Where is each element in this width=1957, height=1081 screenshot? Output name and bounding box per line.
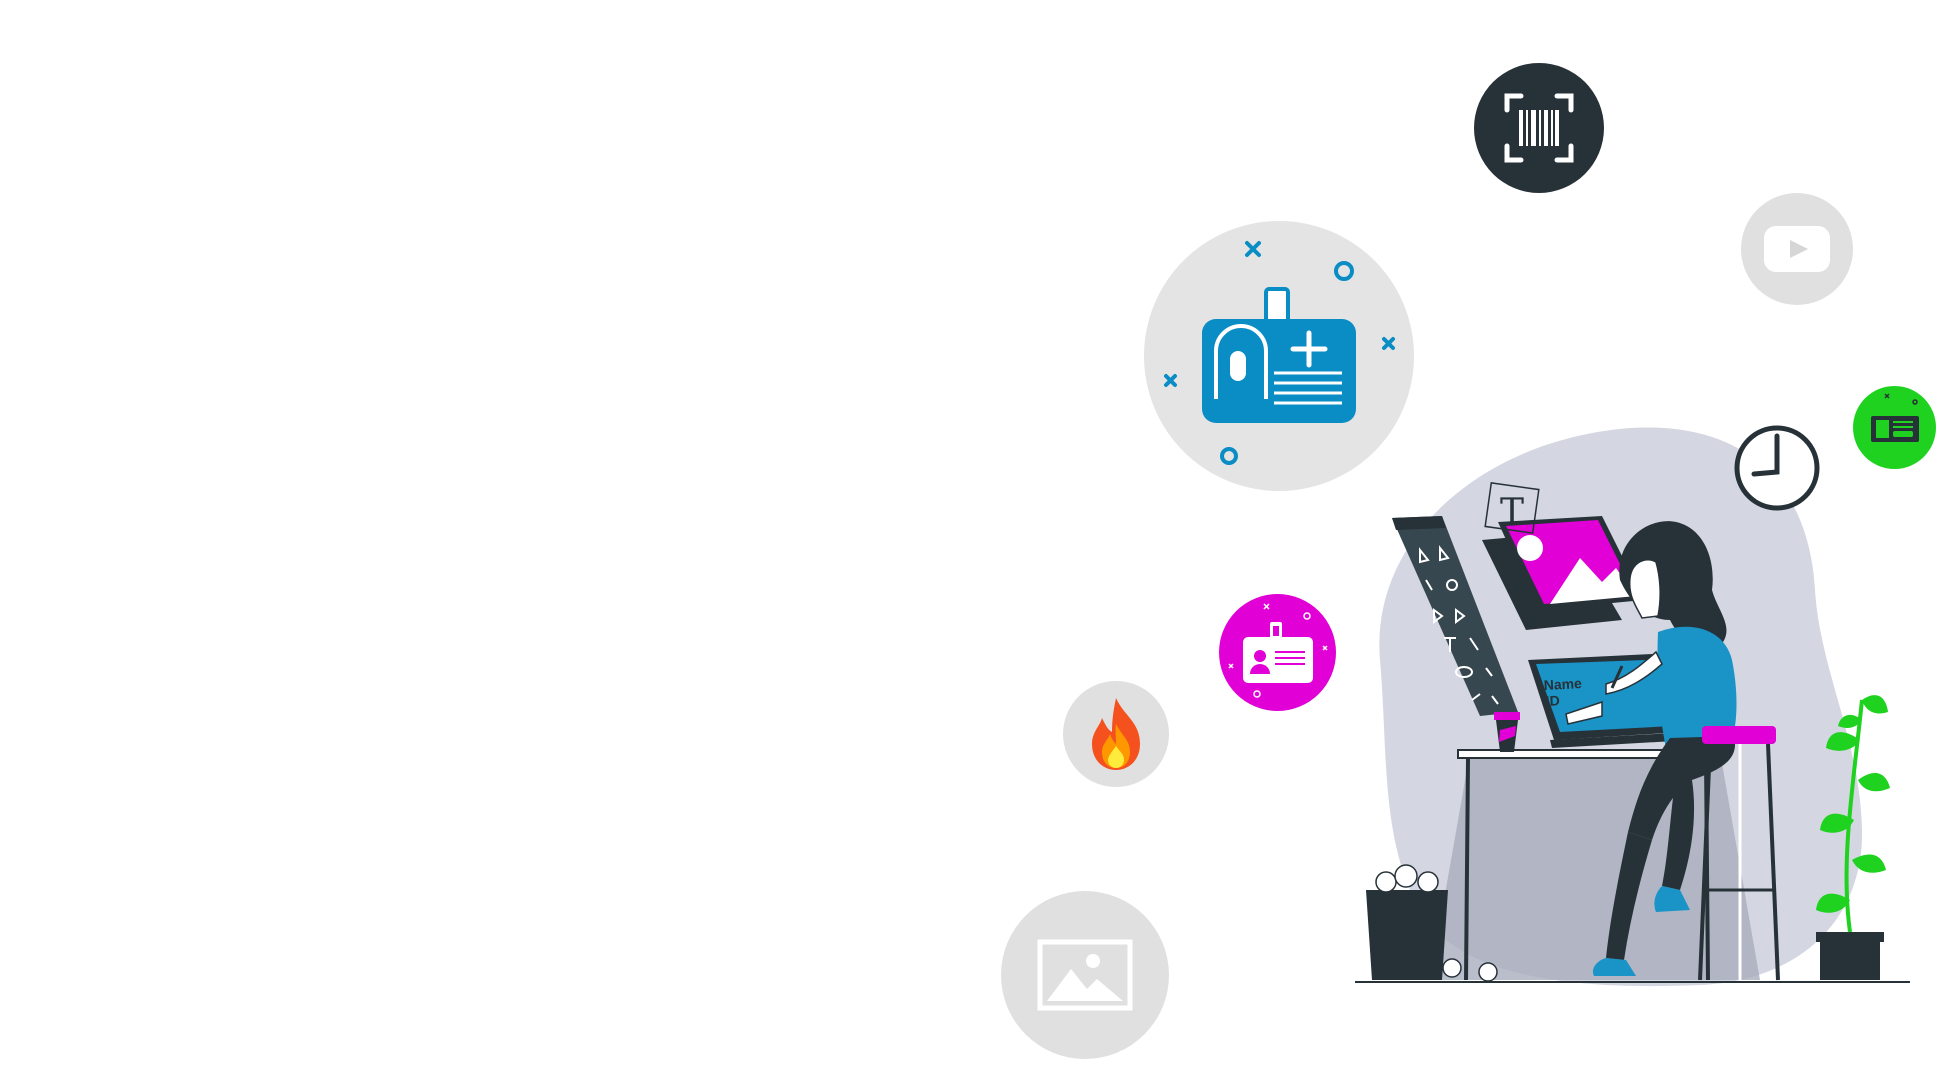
clock-icon [1734, 425, 1820, 511]
plant [1816, 695, 1890, 980]
flame-icon [1092, 698, 1140, 770]
cup [1494, 712, 1520, 752]
barcode-scan-icon [1504, 93, 1574, 163]
stool [1698, 726, 1780, 981]
id-card-icon [1164, 241, 1395, 465]
card-layout-bubble [1853, 386, 1936, 469]
designer-illustration: T Name ID [1355, 425, 1910, 987]
trash-bin [1366, 864, 1498, 982]
designer-person [1565, 521, 1737, 976]
floating-image-frames [1482, 516, 1644, 630]
id-card-bubble [1144, 221, 1414, 491]
svg-text:T: T [1500, 492, 1524, 533]
svg-text:Name: Name [1543, 675, 1582, 693]
text-tool-icon: T [1484, 482, 1540, 534]
image-icon [1037, 939, 1133, 1011]
barcode-bubble [1474, 63, 1604, 193]
image-bubble [1001, 891, 1169, 1059]
youtube-bubble [1741, 193, 1853, 305]
flame-bubble [1063, 681, 1169, 787]
youtube-play-icon [1764, 226, 1830, 272]
card-layout-icon [1871, 393, 1919, 442]
svg-text:ID: ID [1545, 692, 1560, 709]
id-badge-icon [1228, 603, 1328, 698]
id-badge-bubble [1219, 594, 1336, 711]
tool-palette [1392, 516, 1518, 716]
